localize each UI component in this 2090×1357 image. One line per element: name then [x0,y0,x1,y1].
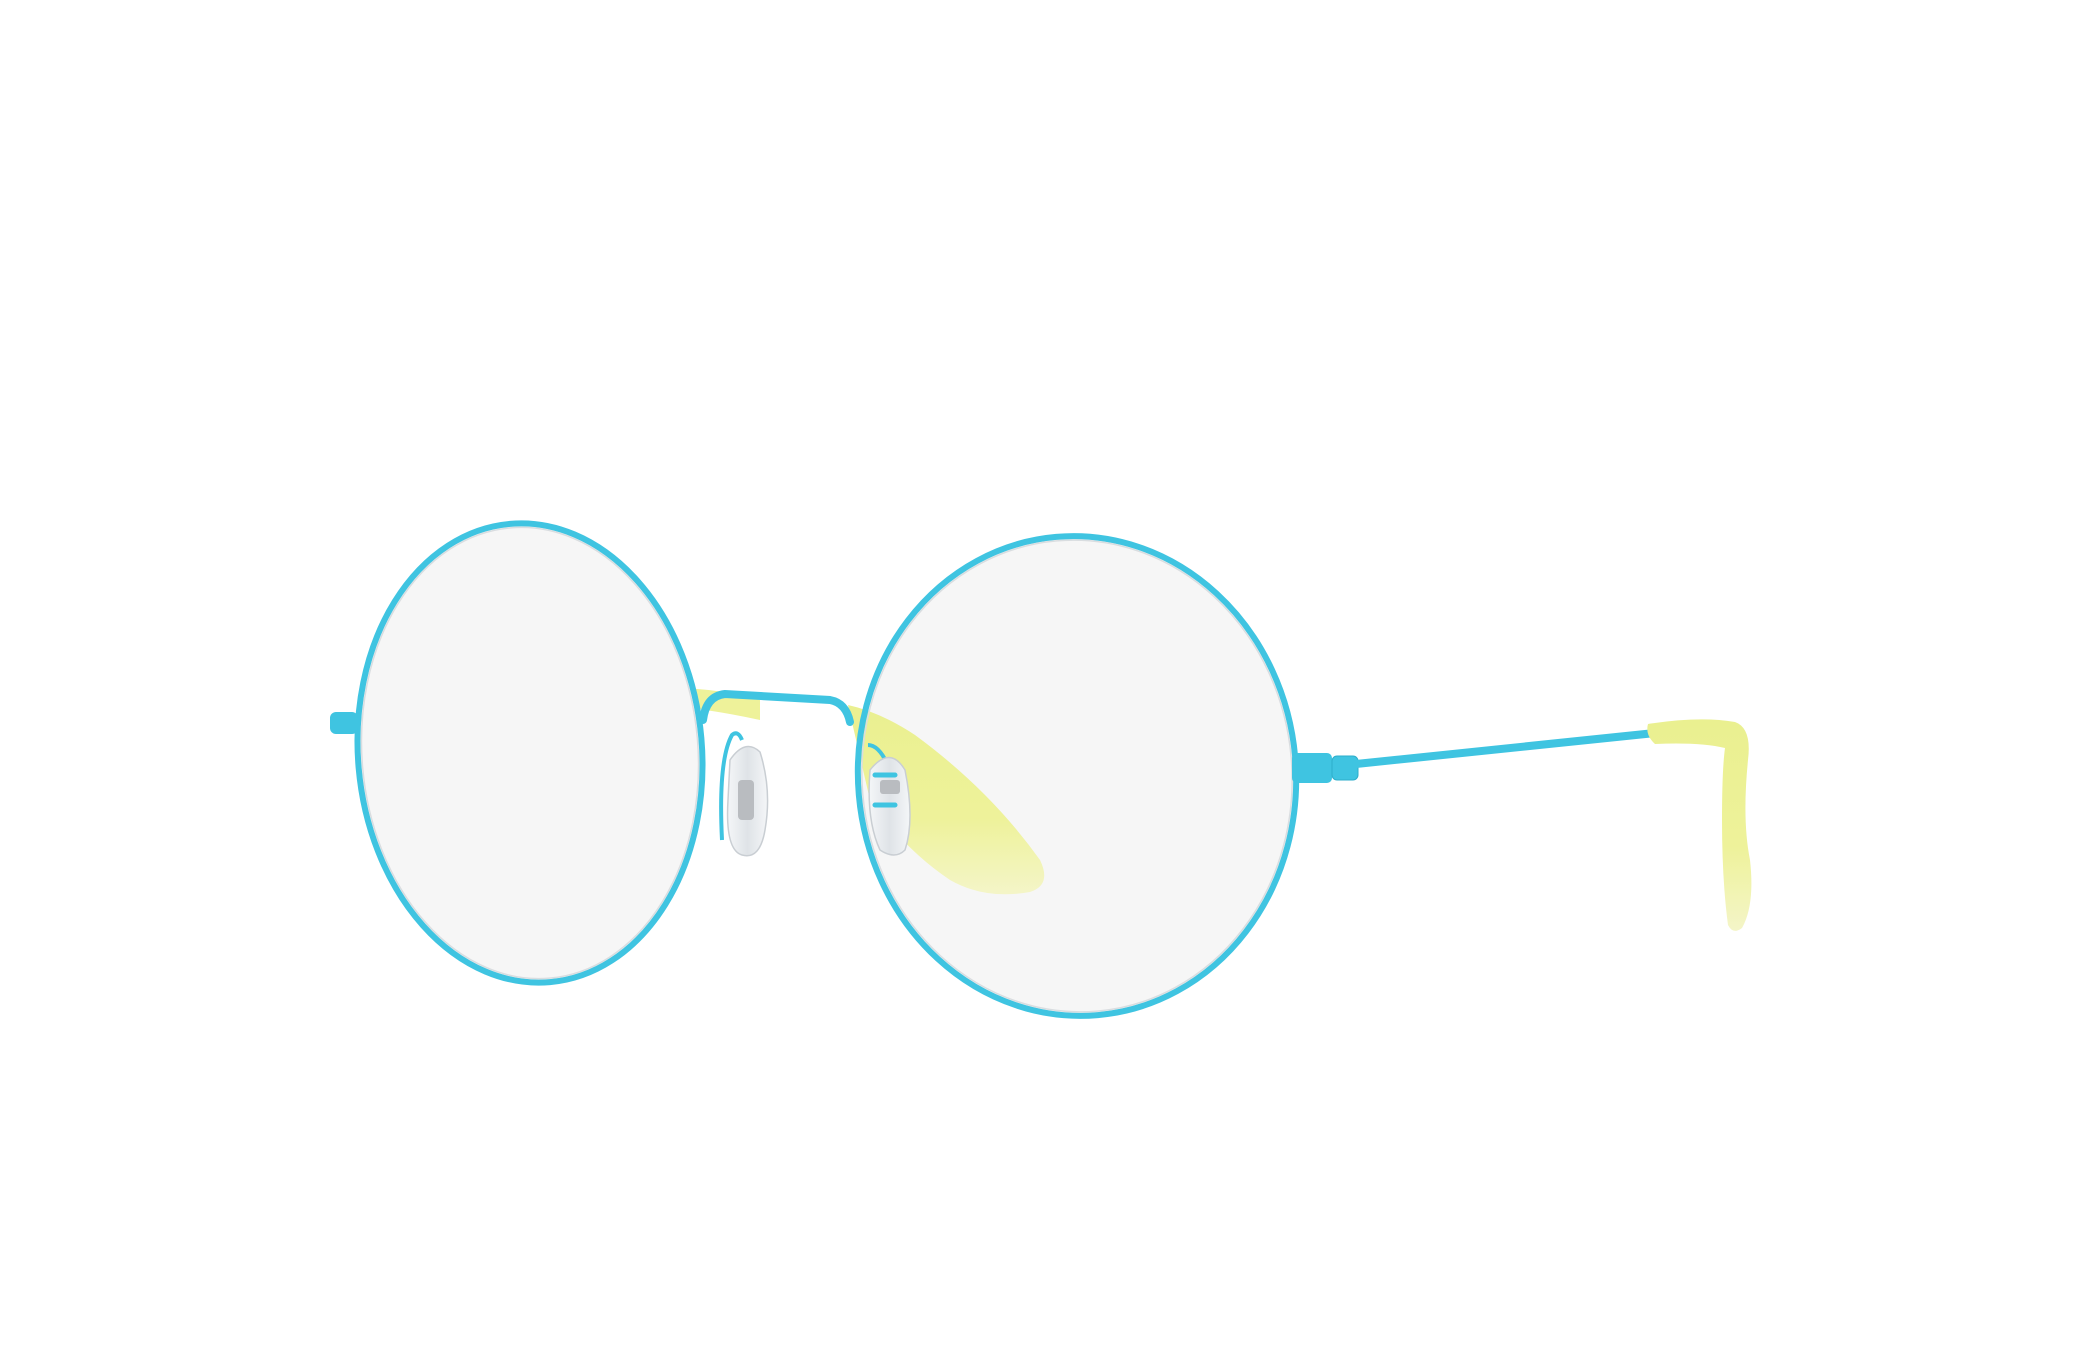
temple-tip-left [848,705,1045,895]
bridge [699,689,854,726]
temple-tip-right [1647,719,1752,931]
nose-pads [719,731,911,857]
right-hinge [1292,753,1359,783]
right-lens [848,533,1300,1019]
left-lens [354,520,706,986]
right-temple [1352,719,1752,931]
left-hinge [330,712,358,734]
